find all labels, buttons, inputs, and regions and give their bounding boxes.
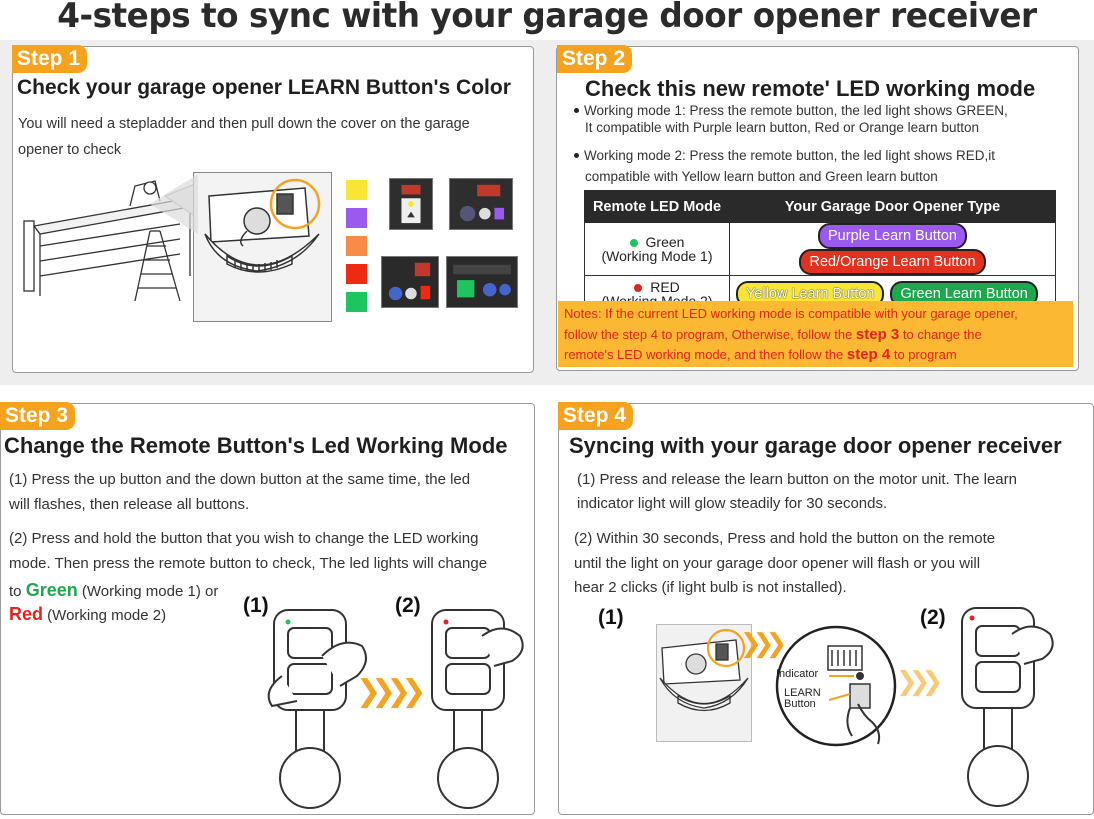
step2-badge: Step 2 — [557, 45, 633, 73]
learn-button-magnifier — [775, 625, 897, 747]
green-led-icon — [629, 239, 638, 248]
purple-learn-button: Purple Learn Button — [818, 223, 967, 249]
swatch-red — [346, 264, 367, 284]
indicator-label: Indicator — [776, 668, 819, 680]
step3-p2-line1: (2) Press and hold the button that you w… — [9, 530, 479, 547]
swatch-yellow — [346, 180, 367, 200]
step4-p1-line1: (1) Press and release the learn button o… — [577, 471, 1017, 488]
step3-badge: Step 3 — [0, 402, 76, 430]
red-orange-learn-button: Red/Orange Learn Button — [799, 249, 986, 275]
remote-red-led-illustration — [431, 609, 524, 809]
red-led-icon — [634, 283, 643, 292]
step1-badge: Step 1 — [12, 45, 88, 73]
arrows-icon: ❯❯❯❯ — [356, 675, 426, 708]
bullet-dot — [574, 152, 579, 158]
step2-bullet-2: Working mode 2: Press the remote button,… — [574, 145, 1074, 187]
step2-bullet-1: Working mode 1: Press the remote button,… — [574, 102, 1074, 136]
step2-heading: Check this new remote' LED working mode — [585, 76, 1036, 101]
table-header-opener-type: Your Garage Door Opener Type — [729, 190, 1056, 223]
swatch-green — [346, 292, 367, 312]
learn-button-thumb-2 — [449, 178, 513, 230]
step3-p1-line2: will flashes, then release all buttons. — [9, 496, 250, 513]
bullet-dot — [574, 107, 579, 113]
learn-label-1: LEARN — [784, 687, 821, 699]
step3-label-2: (2) — [395, 594, 421, 617]
step1-text-2: opener to check — [18, 142, 122, 158]
step3-panel — [0, 403, 535, 815]
step3-p1-line1: (1) Press the up button and the down but… — [9, 471, 471, 488]
swatch-purple — [346, 208, 367, 228]
table-header-led-mode: Remote LED Mode — [584, 190, 730, 223]
step4-p2-line1: (2) Within 30 seconds, Press and hold th… — [574, 530, 996, 547]
learn-button-thumb-3 — [381, 256, 439, 308]
step1-heading: Check your garage opener LEARN Button's … — [17, 76, 511, 99]
step4-opener-illustration — [659, 628, 749, 712]
page-title: 4-steps to sync with your garage door op… — [57, 0, 1037, 36]
step2-notes: Notes: If the current LED working mode i… — [558, 301, 1073, 367]
arrows-icon: ❯❯❯ — [740, 628, 787, 658]
step3-p2-line2: mode. Then press the remote button to ch… — [9, 555, 488, 572]
remote-green-led-illustration — [267, 609, 367, 809]
step3-heading: Change the Remote Button's Led Working M… — [4, 433, 508, 458]
learn-label-2: Button — [784, 698, 816, 710]
learn-button-thumb-1 — [389, 178, 433, 230]
step4-p2-line2: until the light on your garage door open… — [574, 555, 981, 572]
step4-label-2: (2) — [920, 606, 946, 629]
step4-heading: Syncing with your garage door opener rec… — [569, 433, 1062, 458]
led-mode-table: Remote LED Mode Your Garage Door Opener … — [584, 190, 1056, 312]
step3-p2-line3: to Green (Working mode 1) or — [9, 580, 219, 600]
swatch-orange — [346, 236, 367, 256]
step3-p2-line4: Red (Working mode 2) — [9, 604, 167, 624]
step4-label-1: (1) — [598, 606, 624, 629]
zoom-beam — [150, 174, 198, 234]
step4-p1-line2: indicator light will glow steadily for 3… — [577, 495, 888, 512]
table-row: Green (Working Mode 1) Purple Learn Butt… — [584, 222, 1056, 276]
step4-badge: Step 4 — [558, 402, 634, 430]
arrows-icon: ❯❯❯ — [896, 666, 943, 696]
learn-button-thumb-4 — [446, 256, 518, 308]
step3-label-1: (1) — [243, 594, 269, 617]
step4-remote-illustration — [961, 607, 1054, 807]
step1-text-1: You will need a stepladder and then pull… — [18, 116, 470, 132]
opener-unit-illustration — [204, 178, 321, 273]
step4-p2-line3: hear 2 clicks (if light bulb is not inst… — [574, 579, 847, 596]
